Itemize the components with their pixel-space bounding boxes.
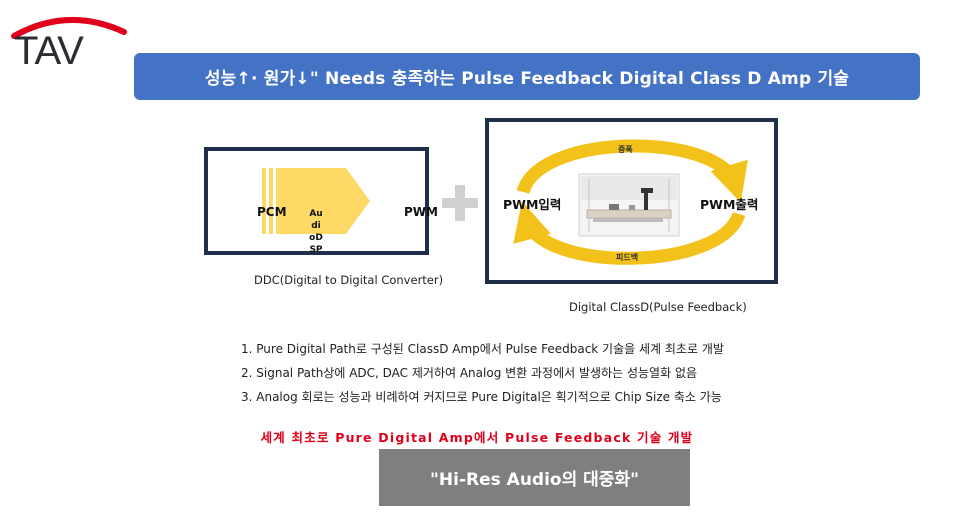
pwm-output-label: PWM출력	[700, 197, 759, 212]
classd-caption: Digital ClassD(Pulse Feedback)	[569, 300, 747, 314]
amplifier-board-image	[578, 173, 680, 237]
ddc-caption: DDC(Digital to Digital Converter)	[254, 273, 444, 287]
list-item: 2. Signal Path상에 ADC, DAC 제거하여 Analog 변환…	[241, 366, 698, 380]
tav-logo: TAV	[11, 16, 127, 70]
pwm-input-label: PWM입력	[503, 197, 562, 212]
feature-list: 1. Pure Digital Path로 구성된 ClassD Amp에서 P…	[241, 337, 724, 409]
audio-dsp-label: AudioDSP	[309, 209, 323, 255]
pcm-label: PCM	[257, 205, 287, 219]
ddc-pwm-label: PWM	[404, 205, 438, 219]
ddc-box	[204, 147, 429, 255]
feedback-label: 피드백	[616, 253, 639, 262]
banner-title: 성능↑· 원가↓" Needs 충족하는 Pulse Feedback Digi…	[204, 69, 850, 89]
pcm-stripe-1	[262, 168, 266, 234]
dsp-arrow	[276, 168, 370, 234]
highlight-text: 세계 최초로 Pure Digital Amp에서 Pulse Feedback…	[260, 430, 694, 445]
plus-icon	[442, 185, 478, 221]
bottom-arrow	[513, 201, 746, 265]
ddc-arrow-graphic	[262, 168, 370, 234]
hires-text: "Hi-Res Audio의 대중화"	[430, 470, 639, 490]
top-arrow	[516, 139, 748, 203]
feedback-loop-graphic	[513, 139, 748, 265]
logo-text: TAV	[14, 29, 84, 70]
hires-box: "Hi-Res Audio의 대중화"	[379, 449, 690, 506]
list-item: 3. Analog 회로는 성능과 비례하여 커지므로 Pure Digital…	[241, 390, 722, 404]
title-banner: 성능↑· 원가↓" Needs 충족하는 Pulse Feedback Digi…	[134, 53, 920, 100]
list-item: 1. Pure Digital Path로 구성된 ClassD Amp에서 P…	[241, 342, 724, 356]
amplify-label: 증폭	[618, 145, 633, 154]
pcm-stripe-2	[269, 168, 273, 234]
